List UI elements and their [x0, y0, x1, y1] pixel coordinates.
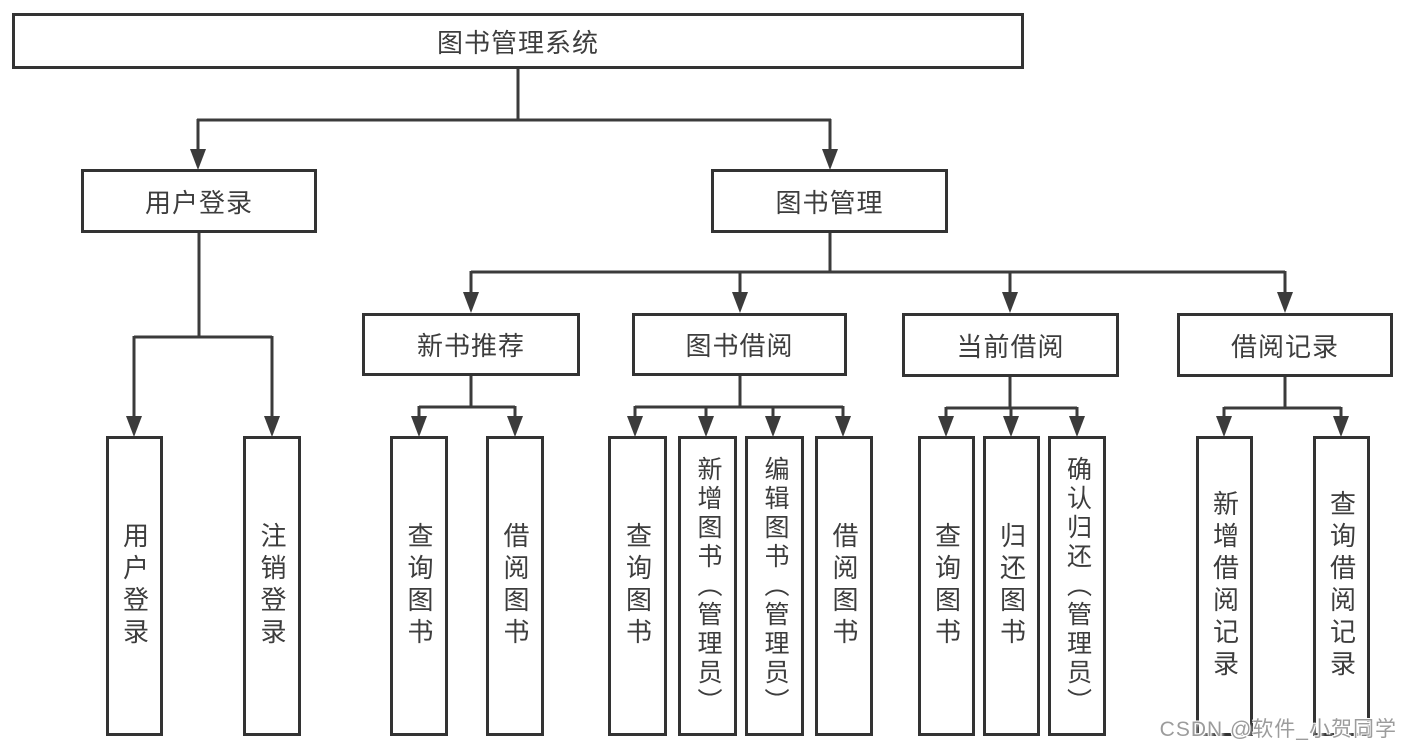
node-current-borrowing-label: 当前借阅 — [956, 331, 1065, 362]
arrow-down-icon — [698, 416, 714, 437]
connector-root-to-level2 — [196, 69, 832, 150]
leaf-records-query-record-label: 查询借阅记录 — [1326, 490, 1357, 682]
arrow-down-icon — [1333, 416, 1349, 437]
arrow-down-icon — [1216, 416, 1232, 437]
node-root: 图书管理系统 — [12, 13, 1024, 69]
leaf-logout-label: 注销登录 — [257, 522, 287, 650]
leaf-borrowing-query-books: 查询图书 — [608, 436, 667, 736]
arrow-down-icon — [765, 416, 781, 437]
leaf-user-login: 用户登录 — [106, 436, 163, 736]
leaf-recommend-query-books: 查询图书 — [390, 436, 448, 736]
leaf-logout: 注销登录 — [243, 436, 301, 736]
leaf-borrowing-add-books: 新增图书（管理员） — [678, 436, 737, 736]
connector-book-management-children — [469, 233, 1287, 294]
arrow-down-icon — [507, 416, 523, 437]
leaf-current-return-books: 归还图书 — [983, 436, 1040, 736]
leaf-records-query-record: 查询借阅记录 — [1313, 436, 1370, 736]
leaf-current-query-books: 查询图书 — [918, 436, 975, 736]
connector-user-login-children — [132, 233, 274, 417]
leaf-recommend-borrow-books-label: 借阅图书 — [500, 522, 530, 650]
arrow-down-icon — [1069, 416, 1085, 437]
leaf-recommend-borrow-books: 借阅图书 — [486, 436, 544, 736]
connector-current-children — [944, 377, 1079, 417]
leaf-borrowing-edit-books-label: 编辑图书（管理员） — [761, 455, 789, 717]
leaf-current-confirm-return: 确认归还（管理员） — [1048, 436, 1106, 736]
arrow-down-icon — [264, 416, 280, 437]
node-borrowing-records: 借阅记录 — [1177, 313, 1393, 377]
connector-borrowing-children — [633, 376, 845, 417]
arrow-down-icon — [835, 416, 851, 437]
leaf-current-query-books-label: 查询图书 — [931, 522, 962, 650]
connector-lines — [132, 69, 1343, 417]
csdn-watermark: CSDN @软件_小贺同学 — [1159, 718, 1397, 741]
arrow-down-icon — [411, 416, 427, 437]
leaf-recommend-query-books-label: 查询图书 — [404, 522, 434, 650]
node-book-management: 图书管理 — [711, 169, 948, 233]
leaf-borrowing-add-books-label: 新增图书（管理员） — [694, 455, 722, 717]
leaf-records-add-record-label: 新增借阅记录 — [1209, 490, 1240, 682]
leaf-borrowing-query-books-label: 查询图书 — [622, 522, 653, 650]
arrow-down-icon — [1277, 292, 1293, 313]
leaf-borrowing-borrow-books: 借阅图书 — [815, 436, 873, 736]
leaf-current-confirm-return-label: 确认归还（管理员） — [1063, 455, 1092, 717]
arrow-down-icon — [938, 416, 954, 437]
node-current-borrowing: 当前借阅 — [902, 313, 1119, 377]
arrow-down-icon — [822, 149, 838, 170]
arrowheads — [126, 149, 1349, 437]
node-book-borrowing-label: 图书借阅 — [685, 331, 794, 361]
node-borrowing-records-label: 借阅记录 — [1230, 331, 1339, 362]
leaf-borrowing-edit-books: 编辑图书（管理员） — [745, 436, 804, 736]
node-book-management-label: 图书管理 — [775, 187, 884, 218]
leaf-borrowing-borrow-books-label: 借阅图书 — [829, 522, 859, 650]
arrow-down-icon — [190, 149, 206, 170]
connector-recommend-children — [417, 376, 517, 417]
connector-records-children — [1222, 377, 1343, 417]
arrow-down-icon — [126, 416, 142, 437]
node-user-login-label: 用户登录 — [144, 187, 253, 218]
arrow-down-icon — [627, 416, 643, 437]
leaf-user-login-label: 用户登录 — [119, 522, 150, 650]
arrow-down-icon — [463, 292, 479, 313]
leaf-records-add-record: 新增借阅记录 — [1196, 436, 1253, 736]
leaf-current-return-books-label: 归还图书 — [996, 522, 1027, 650]
arrow-down-icon — [1002, 292, 1018, 313]
node-root-label: 图书管理系统 — [436, 27, 599, 58]
arrow-down-icon — [732, 292, 748, 313]
node-new-book-recommend: 新书推荐 — [362, 313, 580, 376]
node-new-book-recommend-label: 新书推荐 — [416, 331, 525, 361]
arrow-down-icon — [1003, 416, 1019, 437]
node-user-login: 用户登录 — [81, 169, 317, 233]
node-book-borrowing: 图书借阅 — [632, 313, 847, 376]
